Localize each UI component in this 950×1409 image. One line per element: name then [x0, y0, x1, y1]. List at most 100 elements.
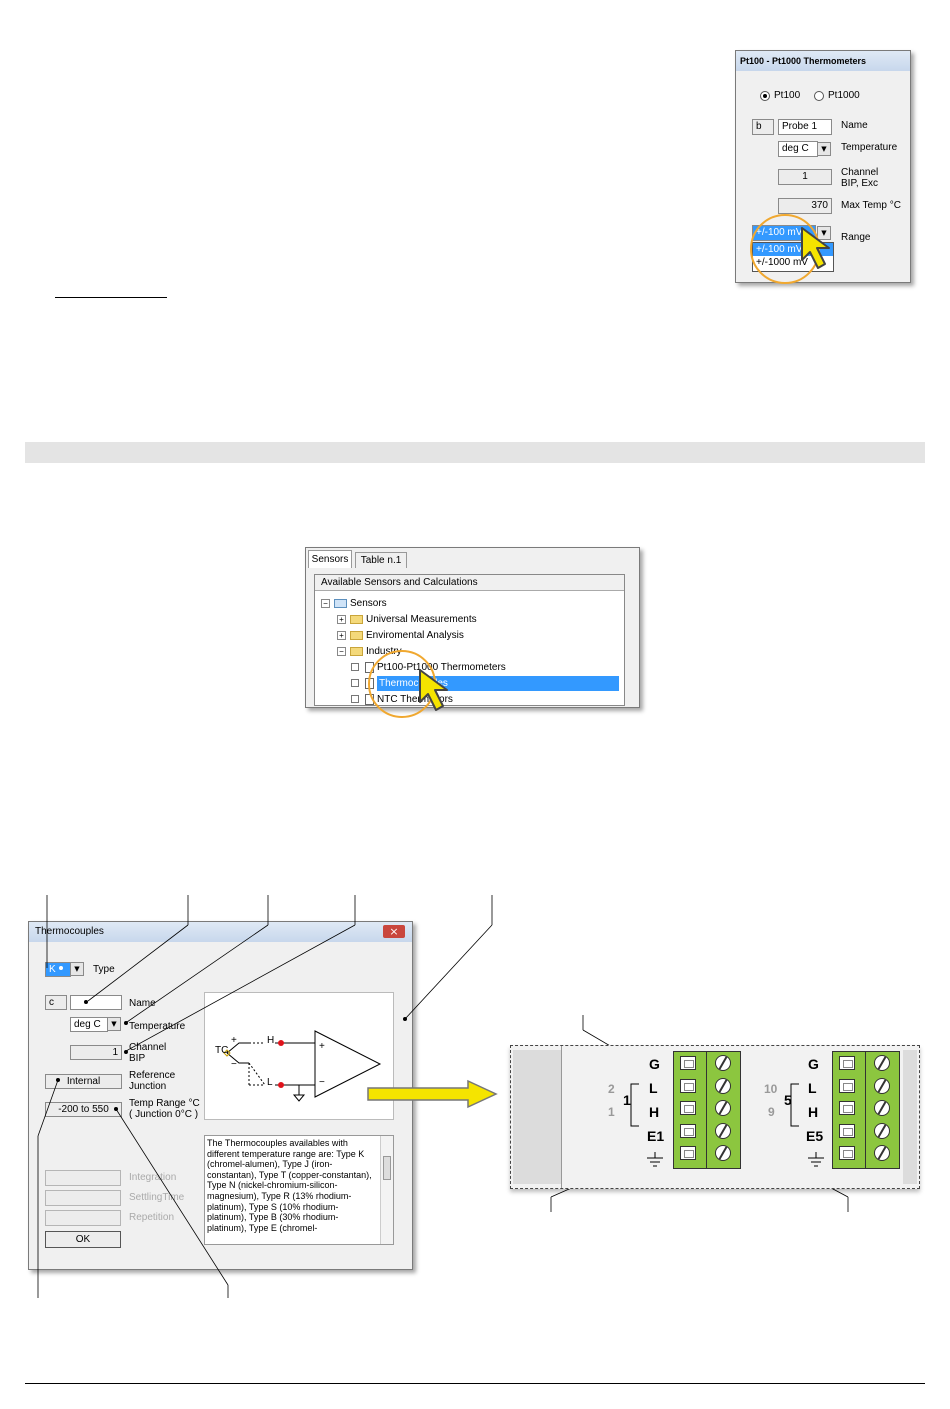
term-label-l: L — [649, 1080, 658, 1096]
pt-range-label: Range — [841, 232, 871, 243]
tree-row-group[interactable]: + Universal Measurements — [337, 612, 477, 627]
diagram-h-label: H — [267, 1035, 275, 1046]
checkbox[interactable] — [351, 679, 359, 688]
underline-rule — [55, 297, 167, 298]
tree-label: Pt100-Pt1000 Thermometers — [377, 662, 506, 673]
tc-temp-dropdown-icon[interactable]: ▼ — [107, 1017, 121, 1031]
tc-channel-field: 1 — [70, 1045, 122, 1060]
integration-select — [45, 1170, 121, 1186]
radio-pt100[interactable] — [760, 91, 770, 101]
description-scrollbar[interactable] — [380, 1136, 393, 1244]
tree-label: Sensors — [350, 598, 387, 609]
radio-pt1000[interactable] — [814, 91, 824, 101]
terminal-socket — [680, 1078, 696, 1093]
tc-temprange-field: -200 to 550 — [45, 1102, 122, 1117]
term-label-g: G — [649, 1056, 660, 1072]
section-band — [25, 442, 925, 463]
tc-temprange-label-1: Temp Range °C — [129, 1098, 200, 1109]
repetition-label: Repetition — [129, 1212, 175, 1223]
ground-icon — [808, 1152, 824, 1167]
footer-rule — [25, 1383, 925, 1384]
tc-type-dropdown-icon[interactable]: ▼ — [70, 962, 84, 976]
tc-wiring-diagram: TC + − H L + − — [204, 992, 394, 1120]
tc-temp-label: Temperature — [129, 1021, 186, 1032]
close-icon[interactable]: × — [383, 925, 405, 938]
term-label-g: G — [808, 1056, 819, 1072]
term-small-9: 9 — [768, 1105, 775, 1119]
pt-temp-dropdown-icon[interactable]: ▼ — [817, 142, 831, 156]
folder-icon — [350, 646, 363, 656]
ok-button[interactable]: OK — [45, 1231, 121, 1248]
terminal-block: G L H E1 1 2 1 G L H E5 5 10 9 — [510, 1045, 920, 1189]
term-small-10: 10 — [764, 1082, 778, 1096]
tree-row-group[interactable]: − Industry — [337, 644, 402, 659]
tree-label: Enviromental Analysis — [366, 630, 464, 641]
terminal-socket — [839, 1078, 855, 1093]
collapse-icon[interactable]: − — [321, 598, 330, 608]
bracket-right — [790, 1083, 799, 1127]
term-small-1: 1 — [608, 1105, 615, 1119]
tree-label: Universal Measurements — [366, 614, 477, 625]
pt-name-input[interactable]: Probe 1 — [778, 119, 832, 135]
tree-label: Industry — [366, 646, 402, 657]
expand-icon[interactable]: + — [337, 630, 346, 640]
tc-channel-label-1: Channel — [129, 1042, 167, 1053]
term-label-l: L — [808, 1080, 817, 1096]
tc-name-input[interactable] — [70, 995, 122, 1010]
probe-dot-low — [278, 1082, 284, 1088]
pt-temp-label: Temperature — [841, 142, 898, 153]
cursor-arrow-icon — [419, 669, 448, 711]
diagram-minus-label: − — [231, 1059, 237, 1070]
tc-name-label: Name — [129, 998, 156, 1009]
tc-type-label: Type — [93, 964, 115, 975]
radio-pt1000-label: Pt1000 — [828, 90, 860, 101]
term-label-h: H — [808, 1104, 819, 1120]
terminal-side-panel — [513, 1050, 562, 1184]
pt-temp-select[interactable]: deg C — [778, 141, 818, 157]
sensors-tree-header: Available Sensors and Calculations — [315, 575, 624, 591]
screw-icon — [715, 1122, 731, 1139]
term-small-2: 2 — [608, 1082, 615, 1096]
tree-row-sensors[interactable]: − Sensors — [321, 596, 387, 611]
tc-refjunc-field: Internal — [45, 1074, 122, 1089]
screw-icon — [874, 1100, 890, 1116]
term-label-h: H — [649, 1104, 660, 1120]
collapse-icon[interactable]: − — [337, 646, 346, 656]
terminal-divider-mid — [743, 1046, 767, 1188]
diagram-l-label: L — [267, 1077, 273, 1088]
screw-icon — [715, 1145, 731, 1161]
pt-maxtemp-label: Max Temp °C — [841, 200, 901, 211]
screw-icon — [874, 1122, 890, 1139]
checkbox[interactable] — [351, 663, 359, 672]
cursor-arrow-icon — [801, 227, 830, 269]
pt-channel-field: 1 — [778, 169, 832, 185]
integration-label: Integration — [129, 1172, 177, 1183]
screw-icon — [874, 1145, 890, 1161]
pt-maxtemp-field: 370 — [778, 198, 832, 214]
tab-sensors[interactable]: Sensors — [308, 550, 352, 568]
terminal-socket — [839, 1101, 855, 1115]
terminal-socket — [680, 1123, 696, 1138]
pt-range-dropdown-icon[interactable]: ▼ — [817, 226, 831, 240]
screw-icon — [715, 1055, 731, 1071]
expand-icon[interactable]: + — [337, 614, 346, 624]
settling-field — [45, 1190, 121, 1206]
tree-row-item[interactable]: Pt100-Pt1000 Thermometers — [351, 660, 506, 675]
diagram-amp-plus-label: + — [319, 1041, 325, 1052]
term-label-e1: E1 — [647, 1128, 665, 1144]
pt100-dialog-title: Pt100 - Pt1000 Thermometers — [736, 51, 910, 71]
flow-arrow-icon — [367, 1079, 498, 1109]
tab-table[interactable]: Table n.1 — [355, 552, 407, 568]
tc-dialog-title: Thermocouples — [29, 922, 412, 942]
term-group-5: 5 — [784, 1092, 792, 1108]
repetition-field — [45, 1210, 121, 1226]
tree-row-group[interactable]: + Enviromental Analysis — [337, 628, 464, 643]
terminal-socket — [839, 1056, 855, 1070]
diagram-tc-label: TC — [215, 1045, 229, 1056]
settling-label: SettlingTime — [129, 1192, 185, 1203]
terminal-divider — [561, 1046, 562, 1188]
screw-icon — [715, 1100, 731, 1116]
tc-refjunc-label-1: Reference — [129, 1070, 176, 1081]
tc-description-box[interactable]: The Thermocouples availables with differ… — [204, 1135, 394, 1245]
checkbox[interactable] — [351, 695, 359, 704]
